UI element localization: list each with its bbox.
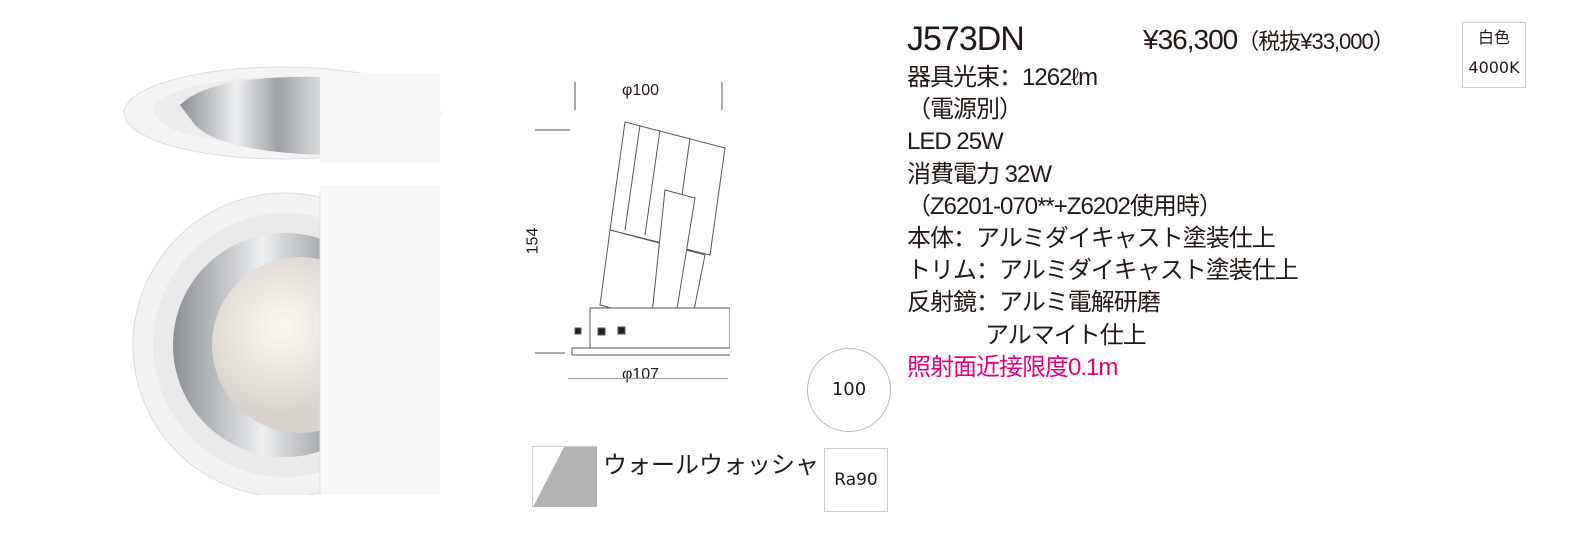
cri-badge: Ra90 — [824, 448, 888, 512]
spec-reflector: 反射鏡：アルミ電解研磨 — [907, 289, 1161, 317]
spec-flux: 器具光束：1262ℓm — [907, 64, 1098, 91]
cutout-label: 100 — [831, 379, 867, 400]
trim-diameter-label: φ107 — [622, 366, 660, 383]
dimension-drawing — [535, 82, 730, 356]
color-badge: 白色 4000K — [1462, 22, 1526, 88]
spec-reflector-finish: アルマイト仕上 — [985, 321, 1147, 349]
price-tax-excluded: （税抜¥33,000） — [1237, 29, 1395, 54]
color-name: 白色 — [1477, 28, 1510, 47]
cri-value: Ra90 — [834, 470, 878, 490]
spec-led: LED 25W — [907, 128, 1004, 156]
top-diameter-label: φ100 — [622, 82, 660, 99]
price-value: ¥36,300 — [1143, 24, 1238, 55]
product-photo — [123, 66, 441, 495]
spec-list: 器具光束：1262ℓm （電源別） LED 25W 消費電力 32W （Z620… — [907, 62, 1299, 384]
height-label: 154 — [524, 227, 542, 255]
spec-trim: トリム：アルミダイキャスト塗装仕上 — [907, 257, 1299, 285]
spec-consumption-note: （Z6201-070**+Z6202使用時） — [907, 192, 1223, 220]
spec-proximity-limit: 照射面近接限度0.1m — [907, 353, 1118, 381]
model-number: J573DN — [907, 20, 1025, 58]
spec-body: 本体：アルミダイキャスト塗装仕上 — [907, 225, 1276, 253]
price: ¥36,300（税抜¥33,000） — [1143, 24, 1395, 56]
dimension-line — [568, 378, 728, 379]
wall-washer-icon — [532, 446, 597, 507]
spec-power-note: （電源別） — [907, 96, 1023, 124]
spec-consumption: 消費電力 32W — [907, 160, 1052, 188]
cutout-circle: 100 — [807, 348, 891, 432]
color-temperature: 4000K — [1468, 58, 1520, 77]
distribution-label: ウォールウォッシャ — [603, 451, 819, 479]
